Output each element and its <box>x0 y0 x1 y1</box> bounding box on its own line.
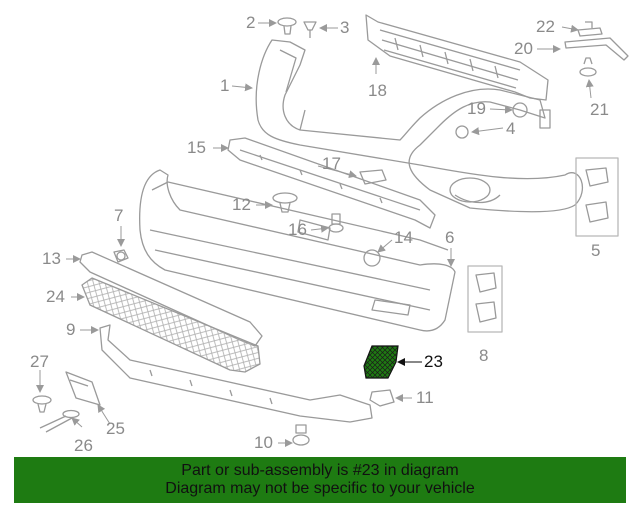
callout-12: 12 <box>232 195 251 214</box>
clip-part-3 <box>303 21 317 38</box>
reinforcement-bar-part-18 <box>365 14 549 101</box>
bolt-part-4 <box>455 109 551 139</box>
upper-fascia-part-1 <box>255 39 584 213</box>
callout-5: 5 <box>591 241 601 260</box>
callout-4: 4 <box>506 119 516 138</box>
callout-1: 1 <box>220 76 230 95</box>
callout-8: 8 <box>479 346 489 365</box>
molding-part-20 <box>564 37 629 61</box>
bracket-part-5a <box>585 167 609 187</box>
bracket-part-22 <box>577 21 603 37</box>
callout-6: 6 <box>445 228 455 247</box>
bumper-cover-part-6 <box>139 169 456 332</box>
bolt-part-16 <box>328 213 344 233</box>
part-5-box <box>575 157 619 237</box>
bracket-part-5b <box>585 201 609 223</box>
push-pin-part-27 <box>32 395 52 413</box>
callout-20: 20 <box>514 39 533 58</box>
callout-25: 25 <box>106 419 125 438</box>
leader-lines <box>36 19 594 447</box>
callout-23: 23 <box>424 352 443 371</box>
callout-26: 26 <box>74 436 93 455</box>
clip-part-17 <box>359 169 387 185</box>
callout-15: 15 <box>187 138 206 157</box>
part-23-mesh <box>364 346 398 378</box>
lower-grille-part-24 <box>81 277 261 373</box>
bracket-part-25 <box>65 371 101 406</box>
banner-line-2: Diagram may not be specific to your vehi… <box>165 480 475 497</box>
grommet-part-14 <box>363 249 381 267</box>
callout-11: 11 <box>416 388 434 407</box>
part-8-box <box>467 265 503 333</box>
callout-7: 7 <box>114 206 124 225</box>
impact-strip-part-15 <box>227 137 436 229</box>
callout-17: 17 <box>322 154 341 173</box>
callout-16: 16 <box>288 220 307 239</box>
clip-part-2-stem <box>283 25 292 35</box>
banner-line-1: Part or sub-assembly is #23 in diagram <box>181 462 459 479</box>
callout-10: 10 <box>254 433 273 452</box>
callout-18: 18 <box>368 81 387 100</box>
parts-diagram <box>32 14 629 447</box>
bracket-part-8b <box>475 301 497 323</box>
callout-24: 24 <box>46 287 65 306</box>
bracket-part-8a <box>475 272 497 293</box>
callout-9: 9 <box>66 320 76 339</box>
callout-2: 2 <box>246 13 256 32</box>
bolt-part-7 <box>113 249 129 263</box>
info-banner: Part or sub-assembly is #23 in diagram D… <box>14 457 626 503</box>
callout-27: 27 <box>30 352 49 371</box>
callout-3: 3 <box>340 18 350 37</box>
callout-14: 14 <box>394 228 413 247</box>
callout-21: 21 <box>590 100 609 119</box>
clip-part-2 <box>277 17 297 27</box>
callout-13: 13 <box>42 249 61 268</box>
screw-part-26 <box>39 409 80 433</box>
nut-part-19 <box>512 102 528 118</box>
callout-22: 22 <box>536 17 555 36</box>
air-deflector-part-9 <box>99 324 373 423</box>
bolt-part-10 <box>292 424 310 446</box>
clip-part-21 <box>579 57 597 77</box>
fastener-part-12 <box>272 192 298 213</box>
callout-19: 19 <box>467 99 486 118</box>
clip-part-11 <box>369 389 395 407</box>
